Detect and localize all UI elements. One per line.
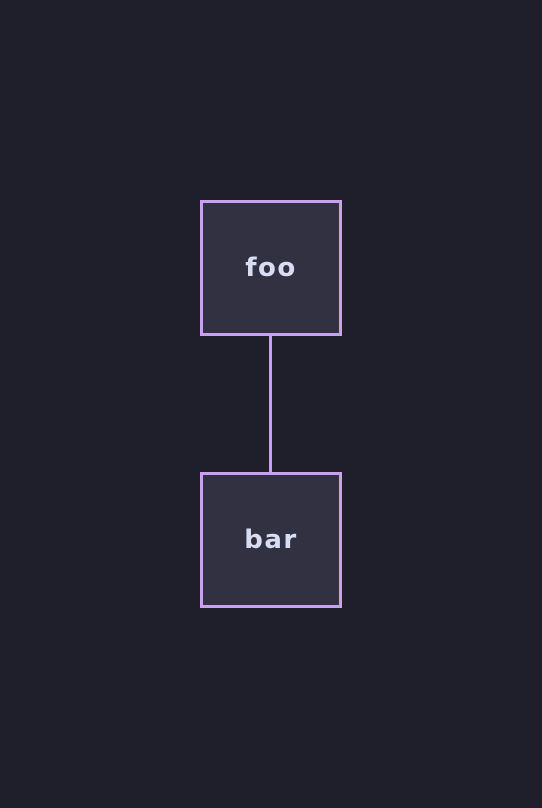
edge-foo-bar: [269, 336, 272, 472]
node-bar-label: bar: [244, 525, 298, 555]
node-foo-label: foo: [245, 253, 297, 283]
node-bar[interactable]: bar: [200, 472, 342, 608]
node-foo[interactable]: foo: [200, 200, 342, 336]
